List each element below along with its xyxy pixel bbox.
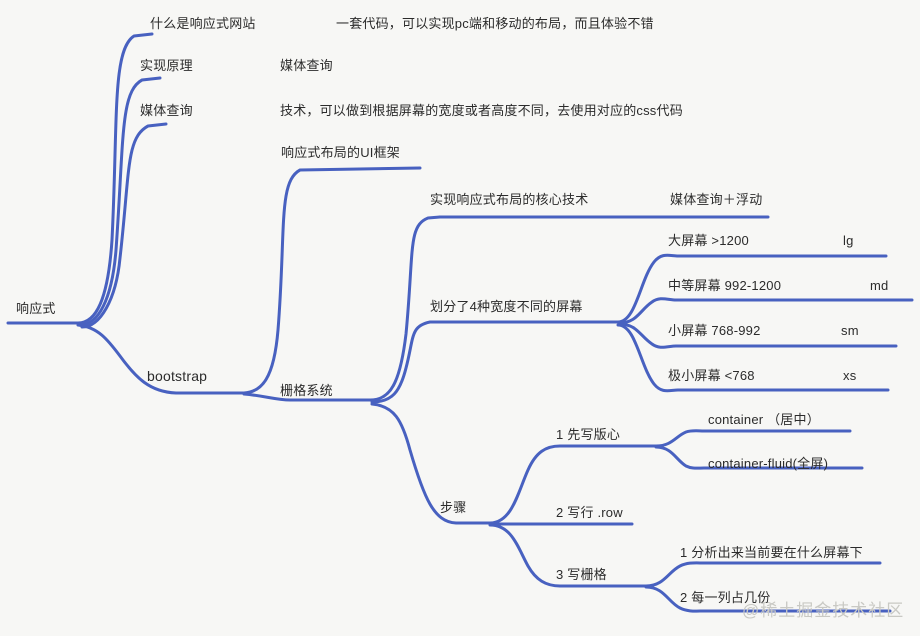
node-core-tech[interactable]: 实现响应式布局的核心技术 — [430, 192, 589, 207]
edge-screen-split-to-md — [617, 297, 914, 325]
node-bootstrap[interactable]: bootstrap — [147, 368, 208, 384]
edge-step1-to-container — [654, 429, 852, 448]
node-principle-detail[interactable]: 媒体查询 — [280, 58, 333, 73]
watermark-juejin: @稀土掘金技术社区 — [742, 601, 905, 620]
node-step1-container-fluid[interactable]: container-fluid(全屏) — [708, 456, 829, 471]
node-steps[interactable]: 步骤 — [440, 500, 467, 515]
node-step1[interactable]: 1 先写版心 — [556, 427, 621, 442]
edge-root-to-what-is — [76, 32, 154, 325]
node-what-is[interactable]: 什么是响应式网站 — [150, 16, 256, 31]
node-step3-columns[interactable]: 2 每一列占几份 — [680, 590, 771, 605]
node-step1-container[interactable]: container （居中） — [708, 412, 820, 427]
edge-step3-to-analyze — [644, 561, 882, 588]
node-screen-sm-code[interactable]: sm — [841, 323, 859, 338]
node-screen-split[interactable]: 划分了4种宽度不同的屏幕 — [430, 299, 583, 314]
edge-grid-to-screen-split — [370, 320, 442, 404]
node-screen-md-code[interactable]: md — [870, 278, 889, 293]
node-media-query-detail[interactable]: 技术，可以做到根据屏幕的宽度或者高度不同，去使用对应的css代码 — [280, 103, 683, 118]
node-grid-system[interactable]: 栅格系统 — [280, 383, 333, 398]
node-media-query[interactable]: 媒体查询 — [140, 103, 193, 118]
node-step2[interactable]: 2 写行 .row — [556, 505, 623, 520]
edge-grid-to-steps — [370, 402, 492, 525]
node-principle[interactable]: 实现原理 — [140, 58, 193, 73]
node-what-is-detail[interactable]: 一套代码，可以实现pc端和移动的布局，而且体验不错 — [336, 16, 654, 31]
node-screen-xs-code[interactable]: xs — [843, 368, 857, 383]
node-root[interactable]: 响应式 — [16, 301, 56, 316]
node-step3-analyze[interactable]: 1 分析出来当前要在什么屏幕下 — [680, 545, 863, 560]
node-screen-lg[interactable]: 大屏幕 >1200 — [668, 233, 749, 248]
node-core-tech-detail[interactable]: 媒体查询＋浮动 — [670, 192, 763, 207]
node-ui-framework[interactable]: 响应式布局的UI框架 — [281, 145, 401, 160]
node-step3[interactable]: 3 写栅格 — [556, 567, 607, 582]
edge-bootstrap-to-ui-framework — [242, 166, 422, 395]
node-screen-sm[interactable]: 小屏幕 768-992 — [668, 323, 761, 338]
node-screen-xs[interactable]: 极小屏幕 <768 — [668, 368, 755, 383]
edge-root-to-media-query — [80, 122, 168, 329]
node-screen-md[interactable]: 中等屏幕 992-1200 — [668, 278, 782, 293]
node-screen-lg-code[interactable]: lg — [843, 233, 854, 248]
